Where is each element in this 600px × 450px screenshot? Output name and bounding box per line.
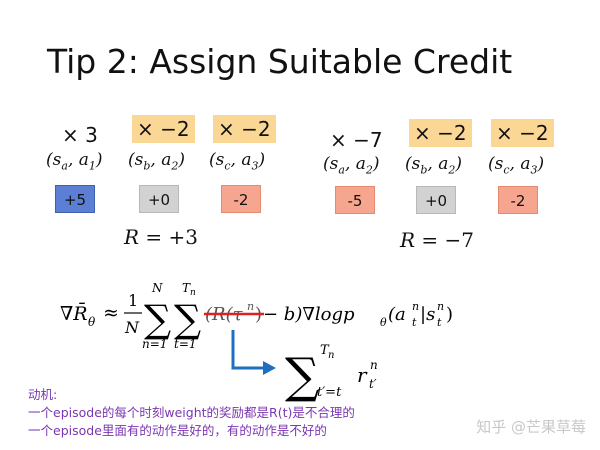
- formula-args: (a: [388, 304, 406, 325]
- left-multiplier-2: × −2: [132, 115, 195, 143]
- formula-sum2-bottom: t=1: [174, 337, 197, 351]
- left-total-reward: R = +3: [124, 225, 199, 249]
- left-pair-3: (sc, a3): [209, 150, 266, 173]
- left-reward-1: +5: [55, 185, 95, 213]
- formula-sum2-sigma: ∑: [174, 297, 201, 341]
- left-multiplier-1: × 3: [62, 123, 98, 147]
- left-multiplier-3: × −2: [213, 115, 276, 143]
- formula-bar: |s: [420, 304, 435, 325]
- formula-close: ): [446, 304, 453, 325]
- motivation-notes: 动机: 一个episode的每个时刻weight的奖励都是R(t)是不合理的 一…: [28, 386, 355, 440]
- formula-p-sub: θ: [380, 316, 387, 329]
- replacement-sum-top-sub: n: [328, 350, 334, 361]
- formula-crossed-sup: n: [247, 300, 254, 313]
- formula-args-sup: n: [412, 300, 419, 313]
- formula-grad: ∇R̄: [60, 302, 88, 325]
- formula-crossed-term: (R(τ: [205, 304, 244, 325]
- formula-rest: − b)∇logp: [263, 304, 355, 325]
- formula-s-sup: n: [437, 300, 444, 313]
- right-pair-3: (sc, a3): [488, 154, 545, 177]
- right-multiplier-3: × −2: [491, 119, 554, 147]
- formula-frac-num: 1: [128, 291, 138, 310]
- left-pair-2: (sb, a2): [128, 150, 186, 173]
- replacement-arrowhead: [263, 361, 276, 375]
- replacement-sum-top: T: [320, 343, 330, 358]
- replacement-r: r: [357, 363, 368, 387]
- replacement-arrow: [231, 330, 265, 370]
- notes-line-1: 一个episode的每个时刻weight的奖励都是R(t)是不合理的: [28, 405, 355, 420]
- right-reward-1: -5: [335, 186, 375, 214]
- formula-sum1-sigma: ∑: [144, 297, 171, 341]
- left-pair-1: (sa, a1): [46, 150, 103, 173]
- formula-args-sub: t: [412, 316, 417, 329]
- right-multiplier-2: × −2: [409, 119, 472, 147]
- page-title: Tip 2: Assign Suitable Credit: [47, 42, 513, 81]
- formula-s-sub: t: [437, 316, 442, 329]
- formula-sum2-top-sub: n: [190, 288, 196, 298]
- formula-frac-den: N: [124, 318, 140, 337]
- replacement-r-sub: t′: [369, 377, 377, 391]
- right-reward-3: -2: [498, 186, 538, 214]
- formula-sum1-top: N: [151, 281, 163, 295]
- replacement-r-sup: n: [370, 358, 378, 372]
- right-multiplier-1: × −7: [330, 128, 383, 152]
- formula-grad-sub: θ: [88, 315, 96, 329]
- notes-heading: 动机:: [28, 387, 58, 402]
- watermark: 知乎 @芒果草莓: [476, 418, 586, 436]
- right-pair-1: (sa, a2): [323, 154, 380, 177]
- formula-approx: ≈: [103, 302, 119, 324]
- formula-sum1-bottom: n=1: [142, 337, 167, 351]
- left-reward-2: +0: [139, 185, 179, 213]
- notes-line-2: 一个episode里面有的动作是好的，有的动作是不好的: [28, 423, 327, 438]
- formula-crossed-close: ): [255, 304, 262, 325]
- right-reward-2: +0: [416, 186, 456, 214]
- left-reward-3: -2: [221, 185, 261, 213]
- right-pair-2: (sb, a2): [405, 154, 463, 177]
- formula-sum2-top: T: [182, 281, 191, 295]
- right-total-reward: R = −7: [400, 228, 475, 252]
